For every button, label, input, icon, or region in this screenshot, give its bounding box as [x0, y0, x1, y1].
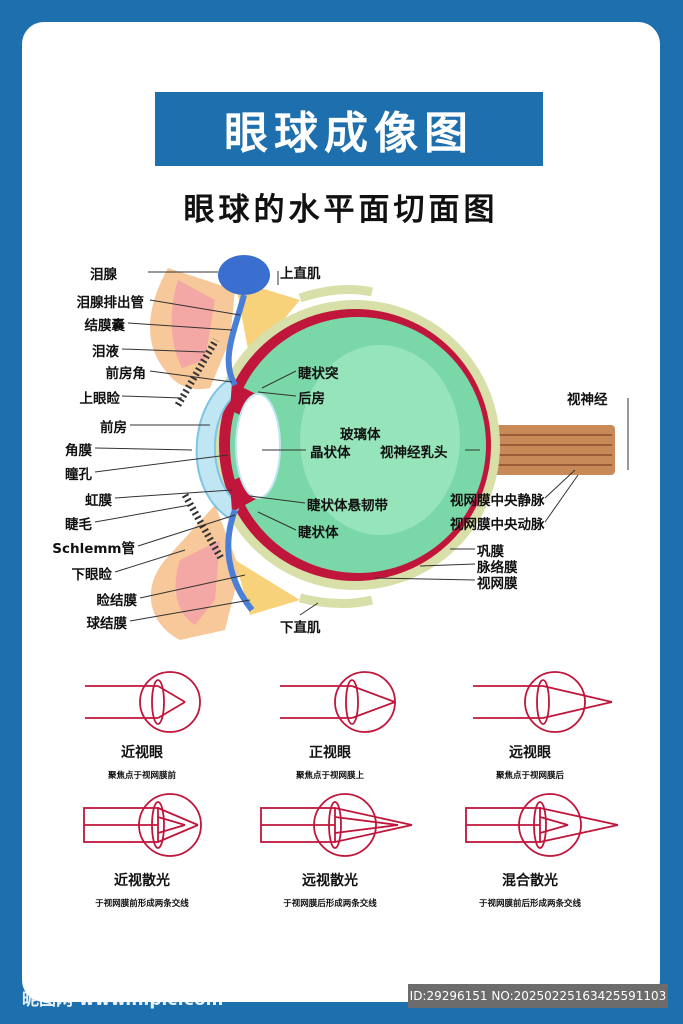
label-choroid: 脉络膜: [477, 560, 518, 576]
poster-panel: 眼球成像图 眼球的水平面切面图: [22, 22, 660, 1002]
label-posterior-chamber: 后房: [298, 391, 325, 407]
caption-hyperopic-astigmatism: 远视散光 于视网膜后形成两条交线: [230, 870, 430, 909]
label-ciliary-process: 睫状突: [298, 366, 339, 382]
page-subtitle: 眼球的水平面切面图: [183, 192, 499, 228]
optic-nerve-lines: [470, 434, 612, 466]
caption-desc: 聚焦点于视网膜上: [295, 771, 364, 781]
label-anterior-chamber-angle: 前房角: [105, 366, 147, 382]
lens: [235, 393, 281, 499]
caption-desc: 聚焦点于视网膜前: [107, 771, 176, 781]
label-central-retinal-vein: 视网膜中央静脉: [450, 493, 545, 509]
optics-diagrams: [83, 671, 619, 857]
label-bulbar-conjunctiva: 球结膜: [86, 616, 128, 632]
vitreous-highlight: [300, 345, 460, 535]
caption-title: 远视散光: [302, 873, 358, 889]
eyelid-tissue-upper: [171, 280, 215, 368]
eyelid-tissue-lower: [175, 540, 220, 625]
myopia-diagram: [85, 671, 201, 733]
label-anterior-chamber: 前房: [100, 420, 127, 436]
label-optic-nerve: 视神经: [567, 392, 608, 408]
caption-desc: 于视网膜前后形成两条交线: [478, 899, 581, 909]
label-central-retinal-artery: 视网膜中央动脉: [450, 517, 545, 533]
conjunctiva-lower: [225, 508, 255, 612]
hyperopia-diagram: [473, 671, 613, 733]
label-cornea: 角膜: [65, 443, 92, 459]
caption-desc: 于视网膜前形成两条交线: [95, 899, 189, 909]
conjunctiva-upper: [225, 294, 247, 387]
label-iris: 虹膜: [85, 493, 112, 509]
label-tears: 泪液: [92, 344, 119, 360]
myopic-astigmatism-diagram: [83, 793, 202, 857]
caption-emmetropia: 正视眼 聚焦点于视网膜上: [230, 742, 430, 781]
label-palpebral-conjunctiva: 睑结膜: [96, 593, 138, 609]
inferior-rectus: [298, 593, 374, 609]
caption-desc: 聚焦点于视网膜后: [495, 771, 564, 781]
caption-title: 近视眼: [121, 745, 163, 761]
caption-title: 远视眼: [509, 745, 551, 761]
label-inferior-rectus: 下直肌: [280, 620, 321, 636]
caption-mixed-astigmatism: 混合散光 于视网膜前后形成两条交线: [430, 870, 630, 909]
watermark-left: 昵图网 www.nipic.com: [22, 990, 224, 1010]
label-sclera: 巩膜: [477, 544, 504, 560]
superior-rectus: [298, 285, 373, 303]
label-optic-disc: 视神经乳头: [380, 445, 448, 461]
caption-myopic-astigmatism: 近视散光 于视网膜前形成两条交线: [42, 870, 242, 909]
watermark-right: ID:29296151 NO:20250225163425591103: [408, 984, 668, 1008]
emmetropia-diagram: [280, 671, 396, 733]
caption-title: 近视散光: [114, 873, 170, 889]
label-conjunctival-sac: 结膜囊: [84, 318, 126, 334]
caption-title: 正视眼: [309, 745, 351, 761]
caption-myopia: 近视眼 聚焦点于视网膜前: [42, 742, 242, 781]
label-pupil: 瞳孔: [65, 467, 92, 483]
title-banner: 眼球成像图: [155, 92, 543, 166]
optic-nerve: [465, 425, 615, 475]
label-lacrimal-duct: 泪腺排出管: [76, 295, 145, 311]
label-eyelashes: 睫毛: [65, 517, 92, 533]
label-retina: 视网膜: [477, 576, 518, 592]
label-ciliary-body: 睫状体: [298, 525, 339, 541]
label-superior-rectus: 上直肌: [280, 266, 321, 282]
label-schlemm-canal: Schlemm管: [52, 541, 135, 557]
label-lens: 晶状体: [310, 445, 351, 461]
hyperopic-astigmatism-diagram: [260, 793, 413, 857]
mixed-astigmatism-diagram: [465, 793, 619, 857]
caption-desc: 于视网膜后形成两条交线: [283, 899, 377, 909]
label-lacrimal-gland: 泪腺: [90, 267, 117, 283]
page-title: 眼球成像图: [224, 108, 474, 159]
lacrimal-gland: [218, 255, 270, 295]
caption-title: 混合散光: [502, 873, 558, 889]
label-upper-eyelid: 上眼睑: [79, 391, 121, 407]
caption-hyperopia: 远视眼 聚焦点于视网膜后: [430, 742, 630, 781]
label-zonule: 睫状体悬韧带: [307, 498, 388, 514]
label-lower-eyelid: 下眼睑: [71, 567, 113, 583]
label-vitreous-body: 玻璃体: [340, 427, 381, 443]
